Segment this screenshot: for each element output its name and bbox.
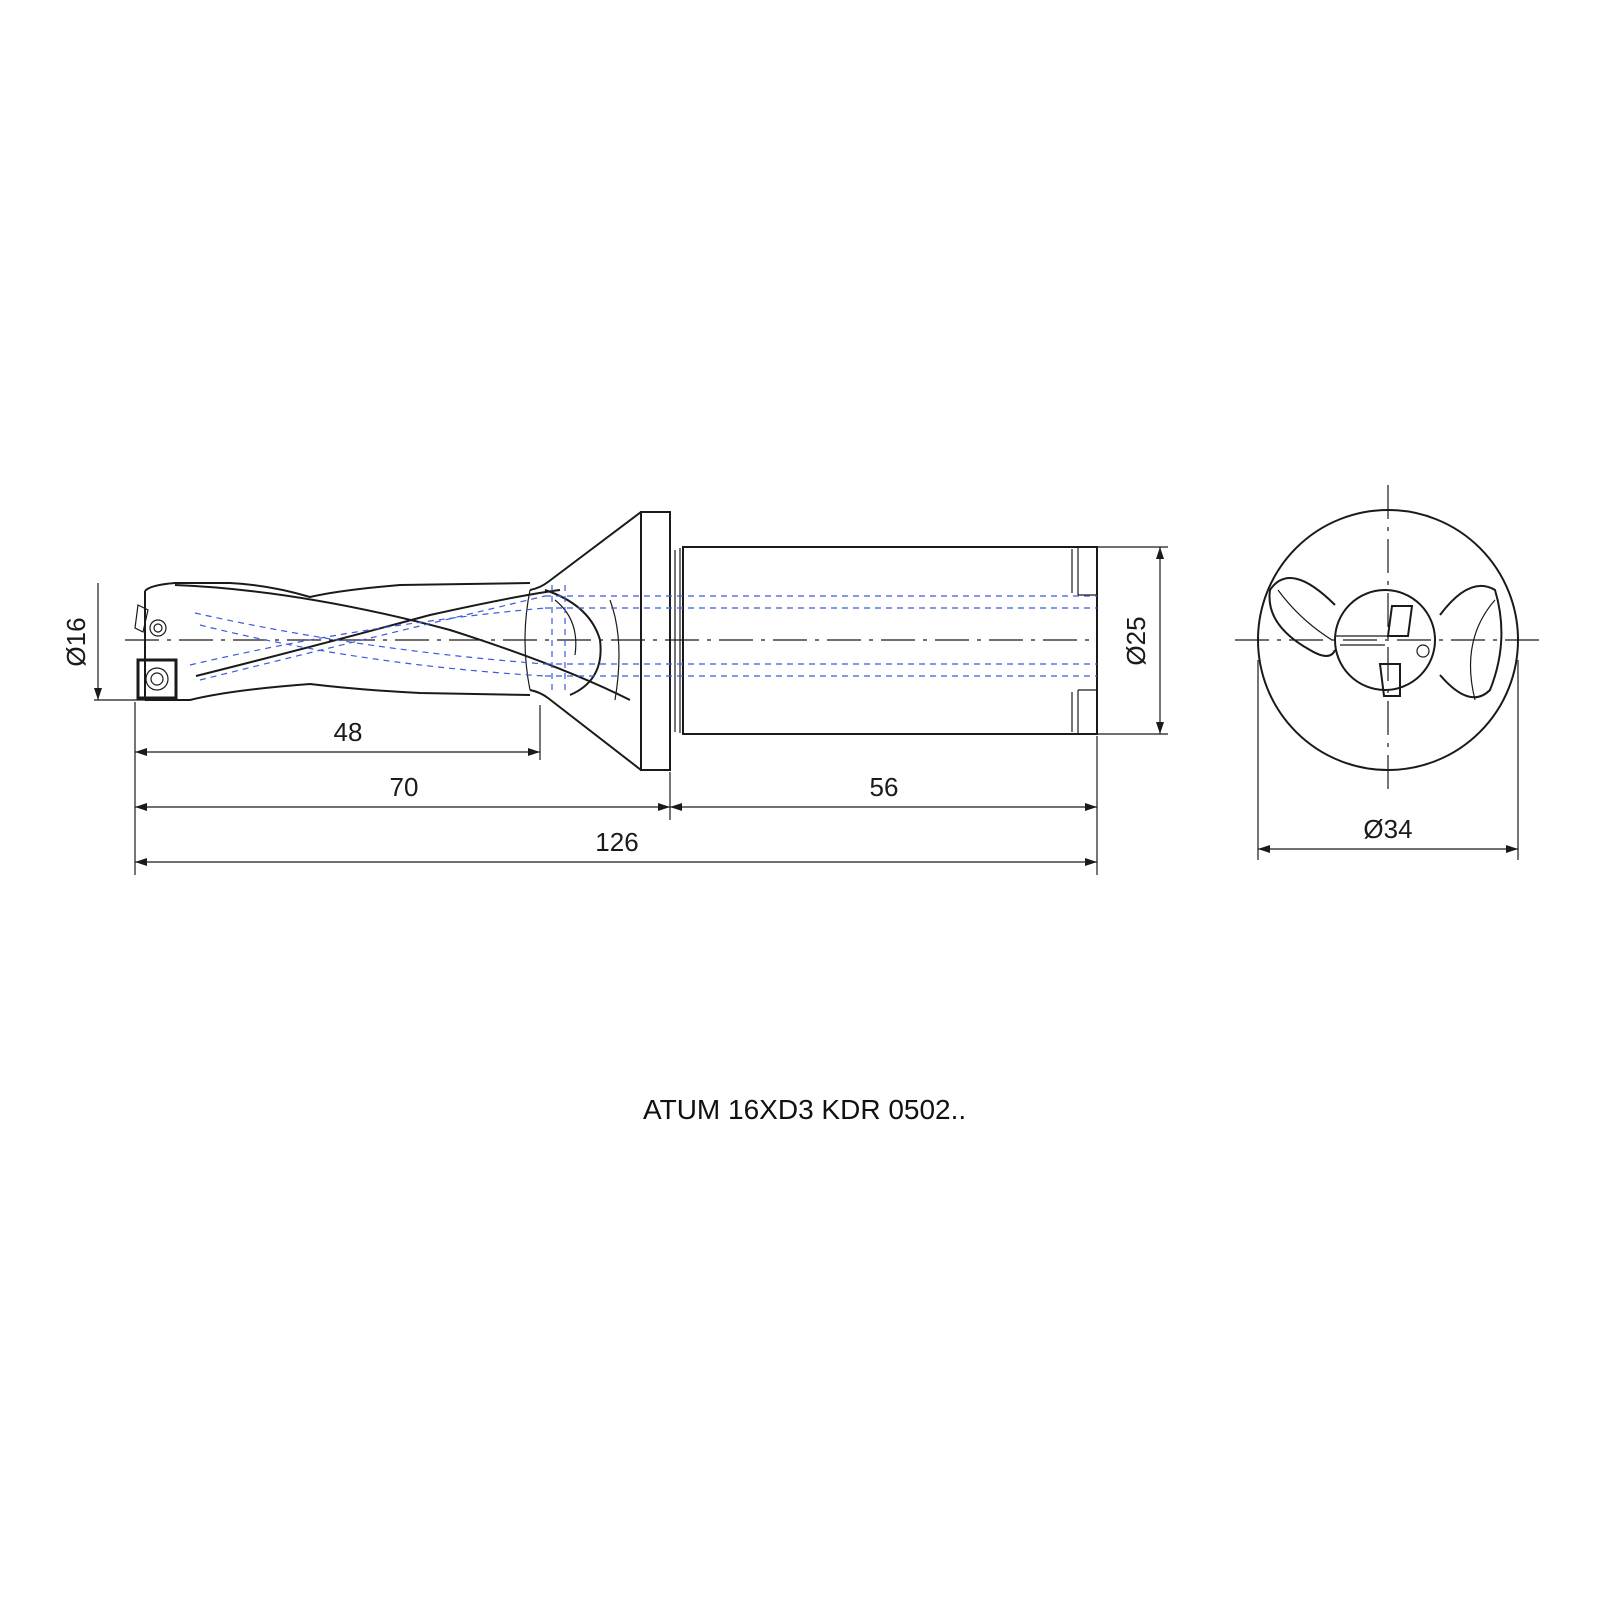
flute-helix-3 — [544, 589, 602, 696]
end-view — [1235, 485, 1545, 795]
flute-lobe-left — [1268, 577, 1336, 657]
drill-body-top — [144, 582, 531, 599]
end-view-coolant-hole — [1416, 644, 1430, 658]
part-number-caption: ATUM 16XD3 KDR 0502.. — [643, 1094, 966, 1125]
coolant-channels — [189, 585, 1097, 690]
drill-body-bottom — [145, 682, 531, 701]
dim-label-126: 126 — [595, 827, 638, 857]
end-view-insert-top — [1336, 605, 1414, 646]
dim-label-48: 48 — [334, 717, 363, 747]
cone-outline-bottom — [529, 689, 642, 771]
dimension-chain: 48 70 56 126 — [134, 702, 1098, 875]
dimension-d34: Ø34 — [1257, 660, 1519, 860]
cone-outline-top — [529, 511, 642, 591]
flute-helix-1 — [174, 584, 631, 701]
flute-lobe-right-inner — [1469, 599, 1496, 701]
dim-label-70: 70 — [390, 772, 419, 802]
drill-core-circle — [1334, 589, 1436, 691]
flute-helix-4 — [554, 599, 577, 656]
cutting-insert-lower — [136, 658, 178, 700]
end-view-insert-bottom — [1378, 663, 1401, 697]
dim-label-d34: Ø34 — [1363, 814, 1412, 844]
flange-outline — [640, 511, 671, 771]
dim-label-56: 56 — [870, 772, 899, 802]
flute-lobe-left-inner — [1277, 589, 1333, 641]
flute-lobe-right — [1439, 585, 1503, 699]
cutting-insert-upper — [134, 604, 167, 637]
flute-helix-6 — [609, 599, 620, 701]
flute-helix-5 — [524, 589, 531, 691]
flute-helix-2 — [195, 589, 561, 677]
dimension-d25: Ø25 — [1097, 546, 1168, 735]
dim-label-d25: Ø25 — [1121, 616, 1151, 665]
side-view — [125, 511, 1098, 771]
dim-label-d16: Ø16 — [61, 617, 91, 666]
dimension-d16: Ø16 — [61, 583, 145, 701]
